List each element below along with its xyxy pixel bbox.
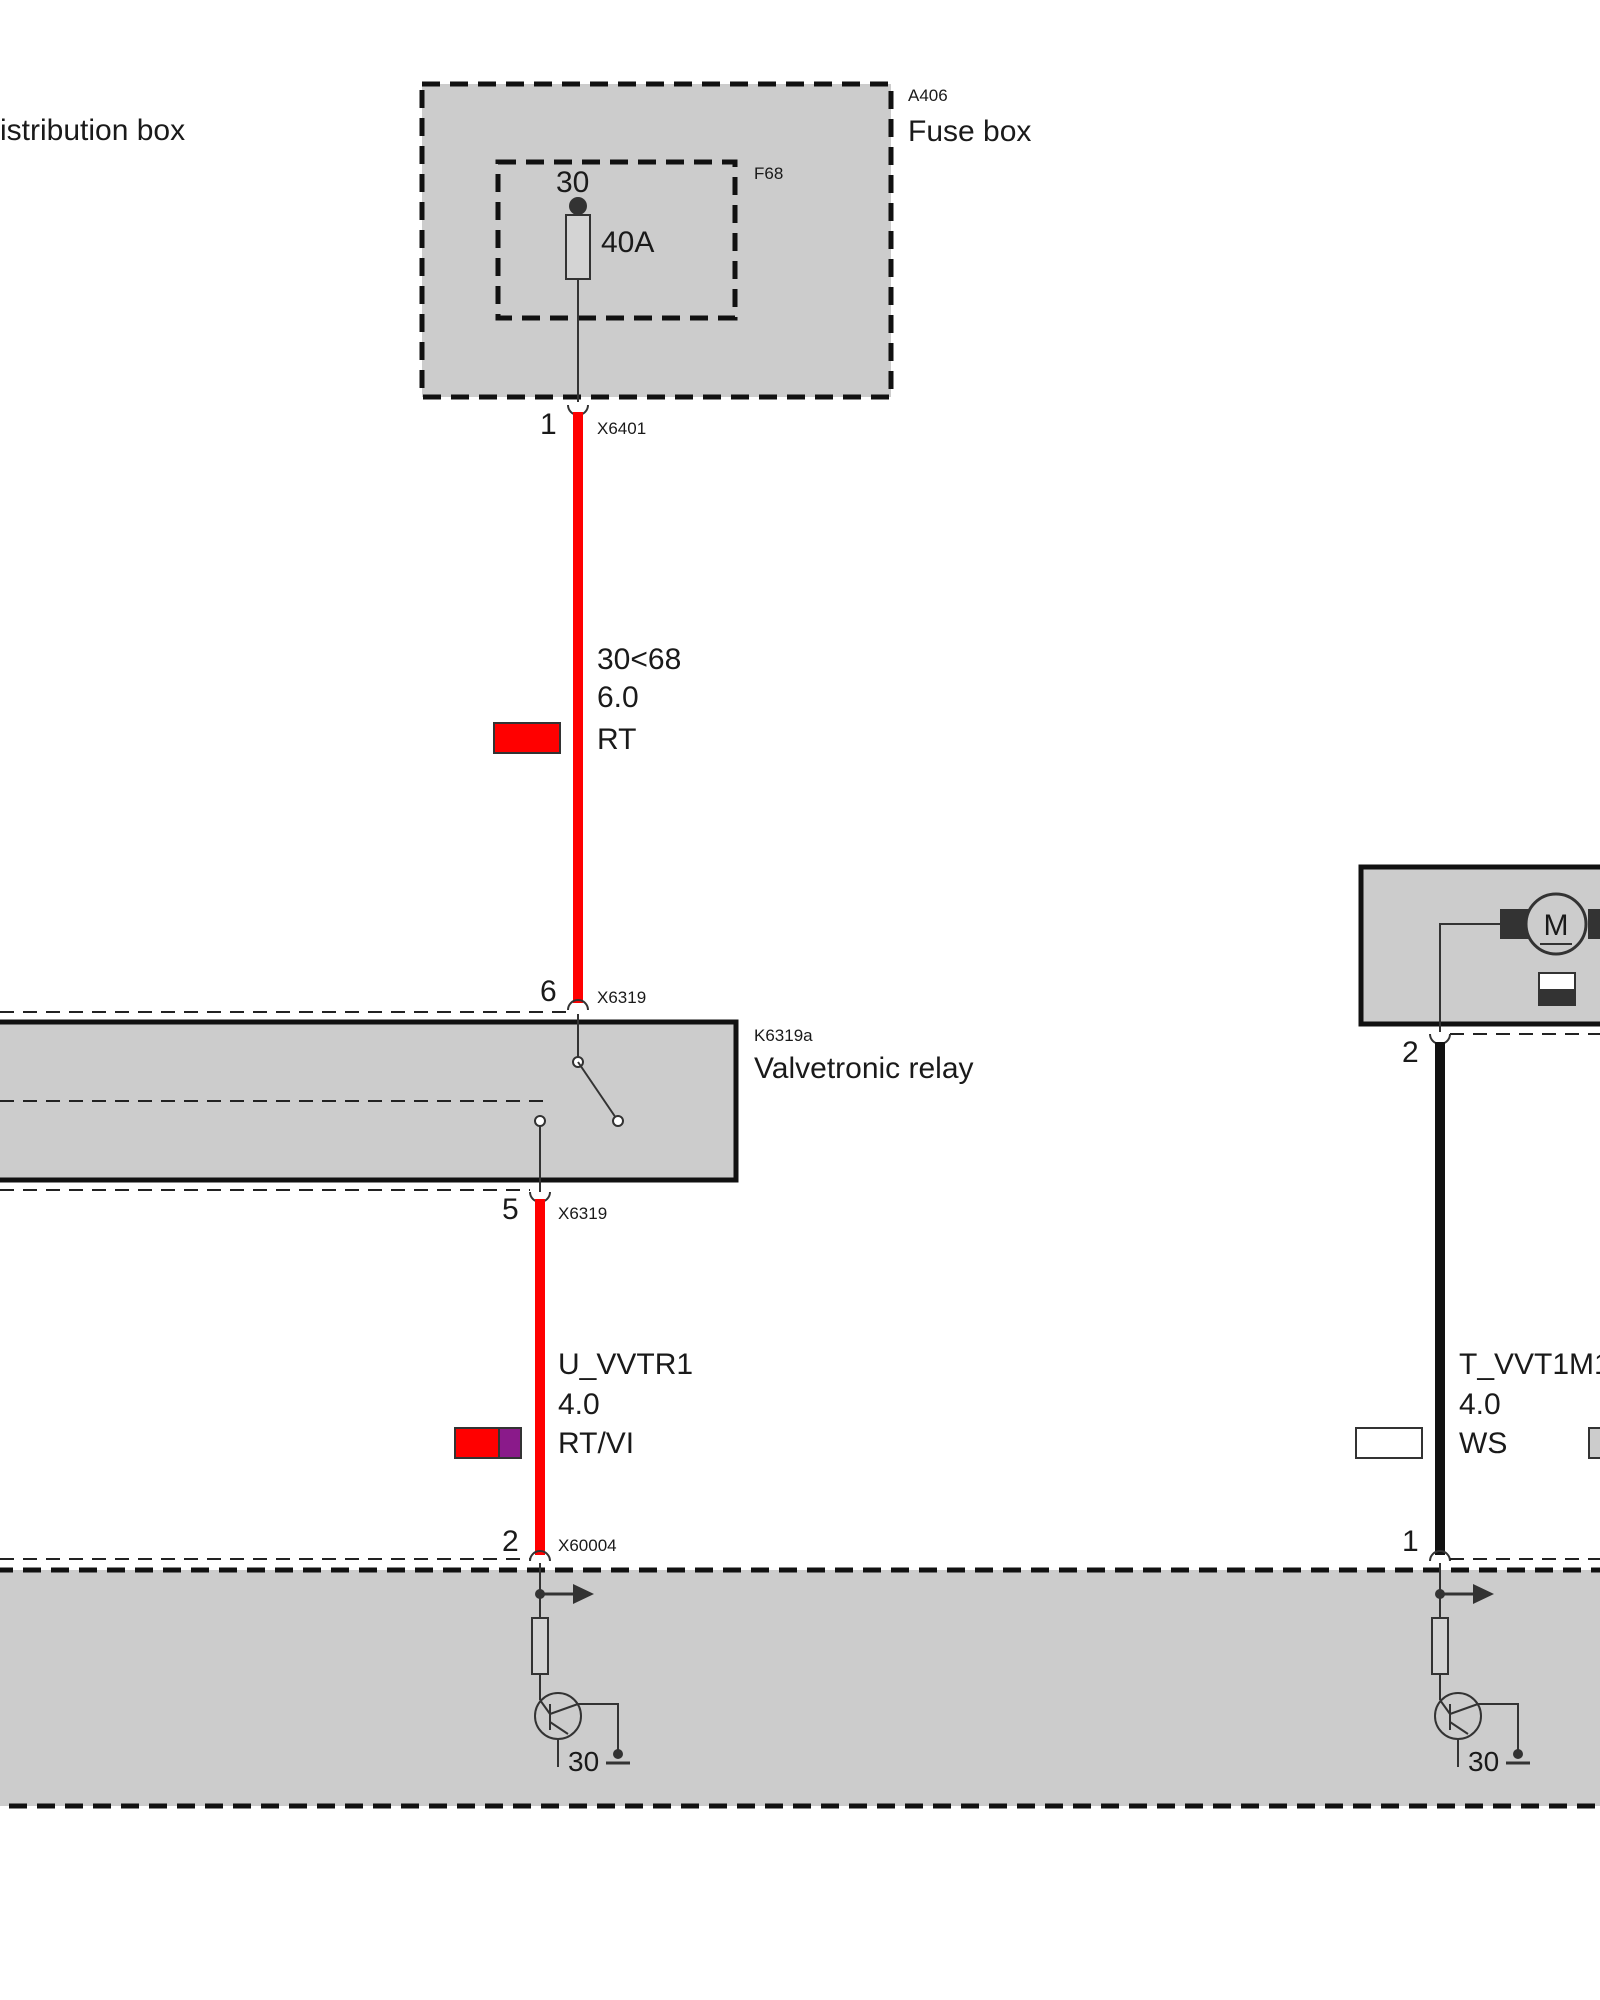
wire-2-signal: U_VVTR1: [558, 1348, 693, 1381]
control-unit-outline: [0, 1567, 1600, 1809]
fuse-box: A406 Fuse box F68 30 40A: [419, 81, 1031, 402]
relay-label: Valvetronic relay: [754, 1052, 974, 1085]
wire-2-color-swatch: [454, 1427, 522, 1459]
right-driver-terminal: 30: [1468, 1746, 1499, 1777]
wire-w2-swatch-segment: [498, 1427, 522, 1459]
right-transistor-collector: [1449, 1703, 1479, 1715]
wire-w1-swatch-segment: [493, 722, 561, 754]
wire-1-gauge: 6.0: [597, 681, 639, 714]
wire-3-signal: T_VVT1M1: [1459, 1348, 1600, 1381]
connector-x60004-pin: 2: [502, 1525, 519, 1558]
relay-outline: [0, 1019, 739, 1183]
right-driver-resistor-icon: [1431, 1617, 1449, 1675]
motor-connector-pin: 2: [1402, 1036, 1419, 1069]
wire-1-color-swatch: [493, 722, 561, 754]
fuse-box-body: [422, 84, 891, 397]
connector-x60004-id: X60004: [558, 1536, 617, 1555]
right-driver-arrow-icon: [1473, 1584, 1494, 1604]
control-unit: 30 30: [0, 1563, 1600, 1809]
fuse-box-outline: [419, 81, 894, 400]
connector-x6319-bottom-id: X6319: [558, 1204, 607, 1223]
wire-1-signal: 30<68: [597, 643, 681, 676]
relay-switch-icon: [577, 1061, 617, 1119]
fuse-box-id: A406: [908, 86, 948, 105]
fuse-element-icon: [565, 214, 591, 280]
right-ground-dot: [1513, 1749, 1523, 1759]
distribution-box-label: istribution box: [0, 114, 185, 147]
wire-w3-swatch-segment: [1355, 1427, 1423, 1459]
left-ground-dot: [613, 1749, 623, 1759]
motor-symbol: M: [1544, 909, 1569, 942]
relay-contact-end: [612, 1115, 624, 1127]
motor-lead: [1439, 923, 1500, 1032]
right-driver-ground-lead: [1478, 1703, 1519, 1754]
connector-x6319-top-pin: 6: [540, 975, 557, 1008]
control-unit-body: [0, 1570, 1600, 1806]
left-driver-terminal: 30: [568, 1746, 599, 1777]
left-transistor-base: [539, 1699, 551, 1715]
wire-3-partial-swatch: [1588, 1427, 1600, 1459]
motor-box-outline: [1358, 864, 1600, 1027]
left-transistor-emitter: [549, 1721, 569, 1735]
connector-x6319-top-icon: [567, 999, 589, 1011]
connector-x6401-pin: 1: [540, 408, 557, 441]
wire-1-color-code: RT: [597, 723, 636, 756]
valvetronic-relay: K6319a Valvetronic relay: [0, 1014, 974, 1192]
fuse-terminal-label: 30: [556, 166, 589, 199]
wire-3-color-code: WS: [1459, 1427, 1507, 1460]
right-transistor-base: [1439, 1699, 1451, 1715]
wire-2-gauge: 4.0: [558, 1388, 600, 1421]
fuse-f68-outline: [495, 159, 738, 321]
fuse-id: F68: [754, 164, 783, 183]
motor-sensor-fill: [1539, 989, 1575, 1005]
relay-contact-fixed: [534, 1115, 546, 1127]
left-transistor-collector: [549, 1703, 579, 1715]
wire-w2-swatch-segment: [454, 1427, 500, 1459]
wire-3-gauge: 4.0: [1459, 1388, 1501, 1421]
left-driver-ground-lead: [578, 1703, 619, 1754]
right-driver: 30: [1431, 1563, 1530, 1777]
wire-2-color-code: RT/VI: [558, 1427, 634, 1460]
connector-x60004-icon: [529, 1550, 551, 1562]
motor-icon: [1524, 892, 1588, 956]
left-driver-resistor-icon: [531, 1617, 549, 1675]
connector-x6401-id: X6401: [597, 419, 646, 438]
connector-x6319-bottom-pin: 5: [502, 1193, 519, 1226]
right-bottom-connector-icon: [1429, 1550, 1451, 1562]
fuse-rating: 40A: [601, 226, 654, 259]
motor-actuator: M: [1358, 864, 1600, 1032]
relay-id: K6319a: [754, 1026, 813, 1045]
right-transistor-emitter: [1449, 1721, 1469, 1735]
motor-brush-right: [1588, 909, 1600, 939]
left-driver: 30: [531, 1563, 630, 1777]
fuse-box-label: Fuse box: [908, 115, 1031, 148]
connector-x6319-top-id: X6319: [597, 988, 646, 1007]
right-bottom-connector-pin: 1: [1402, 1525, 1419, 1558]
left-driver-arrow-icon: [573, 1584, 594, 1604]
wire-3-color-swatch: [1355, 1427, 1423, 1459]
